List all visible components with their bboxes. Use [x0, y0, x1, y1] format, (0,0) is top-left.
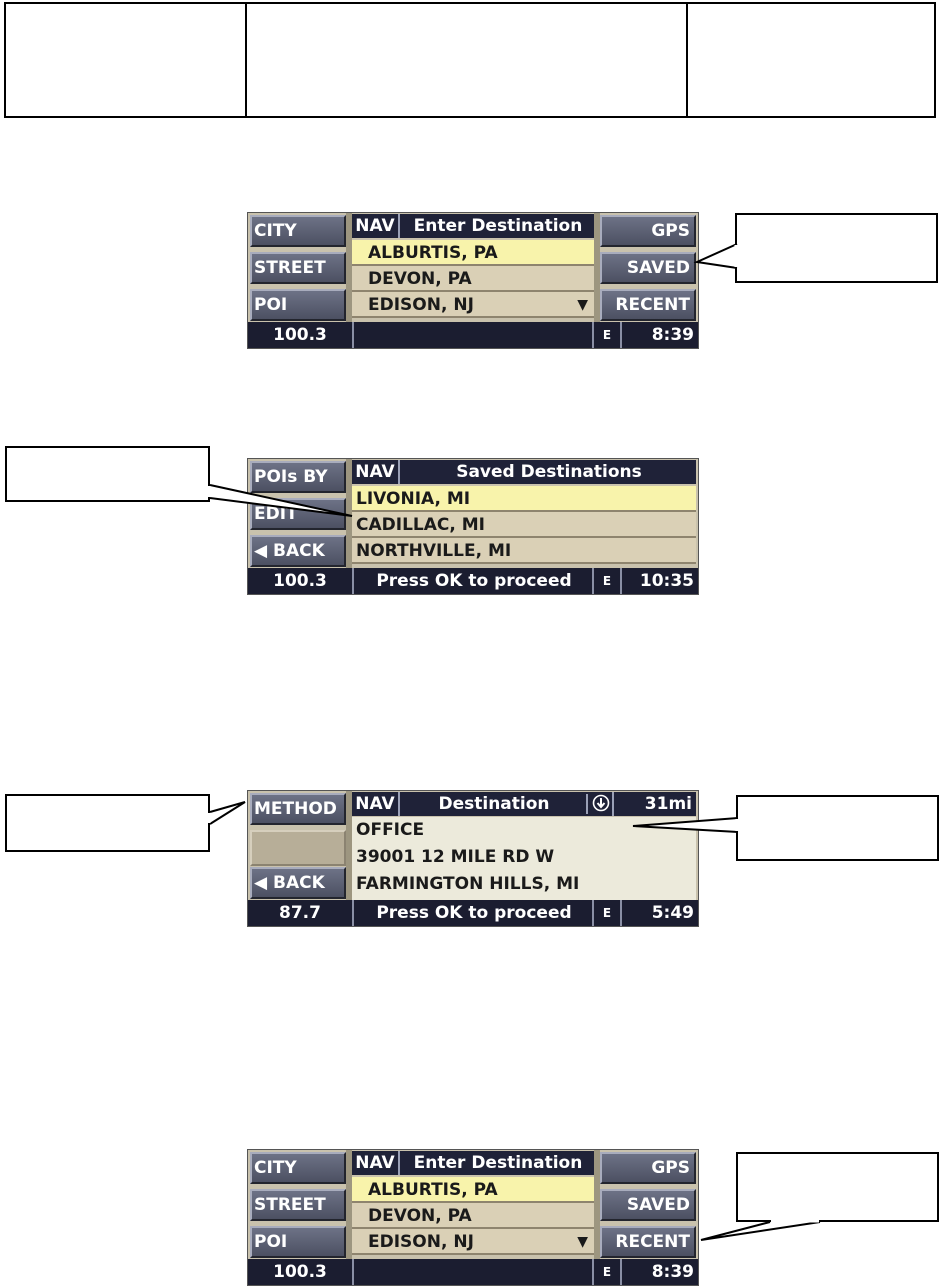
screen-title: Enter Destination — [413, 216, 583, 236]
title-bar: NAV Saved Destinations — [352, 460, 696, 484]
back-button[interactable]: ◀ BACK — [250, 535, 346, 567]
callout-box-recent — [736, 1152, 939, 1222]
street-button[interactable]: STREET — [250, 1189, 346, 1221]
separator — [346, 213, 352, 348]
city-button[interactable]: CITY — [250, 215, 346, 247]
compass-heading: E — [592, 322, 622, 348]
nav-label: NAV — [352, 792, 400, 816]
compass-heading: E — [592, 900, 622, 926]
list-item-label: ALBURTIS, PA — [368, 1180, 498, 1200]
scroll-down-icon[interactable]: ▼ — [577, 1234, 588, 1250]
list-item-label: ALBURTIS, PA — [368, 243, 498, 263]
compass-heading: E — [592, 1259, 622, 1285]
list-item[interactable]: ALBURTIS, PA — [352, 1177, 594, 1203]
saved-button[interactable]: SAVED — [600, 1189, 696, 1221]
destination-screen: METHOD ◀ BACK NAV Destination 31mi OFFIC… — [247, 790, 699, 927]
header-cell-2 — [247, 4, 688, 116]
title-bar: NAV Enter Destination — [352, 1151, 594, 1175]
screen-title: Destination — [438, 794, 550, 814]
separator — [346, 459, 352, 594]
list-item-label: DEVON, PA — [368, 269, 472, 289]
separator — [346, 791, 352, 926]
direction-arrow-icon — [586, 794, 612, 814]
nav-label: NAV — [352, 460, 400, 484]
radio-frequency: 100.3 — [248, 568, 354, 594]
list-item-label: EDISON, NJ — [368, 1232, 474, 1252]
list-item-label: CADILLAC, MI — [356, 515, 485, 535]
clock: 10:35 — [639, 571, 694, 591]
list-item-label: NORTHVILLE, MI — [356, 541, 512, 561]
screen-title: Saved Destinations — [456, 462, 642, 482]
clock: 5:49 — [651, 903, 694, 923]
radio-frequency: 100.3 — [248, 322, 354, 348]
list-item[interactable]: NORTHVILLE, MI — [352, 538, 696, 564]
destination-details: OFFICE 39001 12 MILE RD W FARMINGTON HIL… — [352, 817, 696, 901]
status-bar: 87.7 Press OK to proceed E 5:49 — [248, 900, 698, 926]
pois-by-button[interactable]: POIs BY — [250, 461, 346, 493]
distance-readout: 31mi — [612, 792, 692, 816]
recent-button[interactable]: RECENT — [600, 1226, 696, 1258]
list-item-label: LIVONIA, MI — [356, 489, 471, 509]
destination-name: OFFICE — [356, 820, 425, 840]
saved-button[interactable]: SAVED — [600, 252, 696, 284]
gps-button[interactable]: GPS — [600, 1152, 696, 1184]
separator — [346, 1150, 352, 1285]
status-bar: 100.3 E 8:39 — [248, 322, 698, 348]
callout-box-method — [5, 794, 210, 852]
radio-frequency: 87.7 — [248, 900, 354, 926]
list-item[interactable]: EDISON, NJ ▼ — [352, 292, 594, 318]
nav-label: NAV — [352, 1151, 400, 1175]
status-bar: 100.3 E 8:39 — [248, 1259, 698, 1285]
header-cell-1 — [6, 4, 247, 116]
title-bar: NAV Enter Destination — [352, 214, 594, 238]
compass-heading: E — [592, 568, 622, 594]
saved-destinations-screen: POIs BY EDIT ◀ BACK NAV Saved Destinatio… — [247, 458, 699, 595]
poi-button[interactable]: POI — [250, 1226, 346, 1258]
list-item[interactable]: LIVONIA, MI — [352, 486, 696, 512]
poi-button[interactable]: POI — [250, 289, 346, 321]
list-item[interactable]: DEVON, PA — [352, 266, 594, 292]
enter-destination-screen-recent: CITY STREET POI GPS SAVED RECENT NAV Ent… — [247, 1149, 699, 1286]
street-button[interactable]: STREET — [250, 252, 346, 284]
clock: 8:39 — [651, 325, 694, 345]
separator — [594, 213, 600, 348]
radio-frequency: 100.3 — [248, 1259, 354, 1285]
separator — [594, 1150, 600, 1285]
header-cell-3 — [688, 4, 934, 116]
status-message: Press OK to proceed — [376, 571, 572, 591]
callout-box-destination — [736, 795, 939, 861]
callout-box-edit — [5, 446, 210, 502]
destination-city: FARMINGTON HILLS, MI — [356, 874, 580, 894]
status-message: Press OK to proceed — [376, 903, 572, 923]
screen-title: Enter Destination — [413, 1153, 583, 1173]
recent-button[interactable]: RECENT — [600, 289, 696, 321]
list-item[interactable]: EDISON, NJ ▼ — [352, 1229, 594, 1255]
nav-label: NAV — [352, 214, 400, 238]
empty-button-slot — [250, 830, 346, 866]
clock: 8:39 — [651, 1262, 694, 1282]
scroll-down-icon[interactable]: ▼ — [577, 297, 588, 313]
title-bar: NAV Destination 31mi — [352, 792, 696, 816]
gps-button[interactable]: GPS — [600, 215, 696, 247]
destination-street: 39001 12 MILE RD W — [356, 847, 555, 867]
back-button[interactable]: ◀ BACK — [250, 867, 346, 899]
list-item-label: EDISON, NJ — [368, 295, 474, 315]
edit-button[interactable]: EDIT — [250, 498, 346, 530]
list-item[interactable]: CADILLAC, MI — [352, 512, 696, 538]
city-button[interactable]: CITY — [250, 1152, 346, 1184]
list-item[interactable]: DEVON, PA — [352, 1203, 594, 1229]
header-table — [4, 2, 936, 118]
status-bar: 100.3 Press OK to proceed E 10:35 — [248, 568, 698, 594]
enter-destination-screen: CITY STREET POI GPS SAVED RECENT NAV Ent… — [247, 212, 699, 349]
method-button[interactable]: METHOD — [250, 793, 346, 825]
list-item[interactable]: ALBURTIS, PA — [352, 240, 594, 266]
list-item-label: DEVON, PA — [368, 1206, 472, 1226]
callout-box-saved — [735, 213, 938, 283]
